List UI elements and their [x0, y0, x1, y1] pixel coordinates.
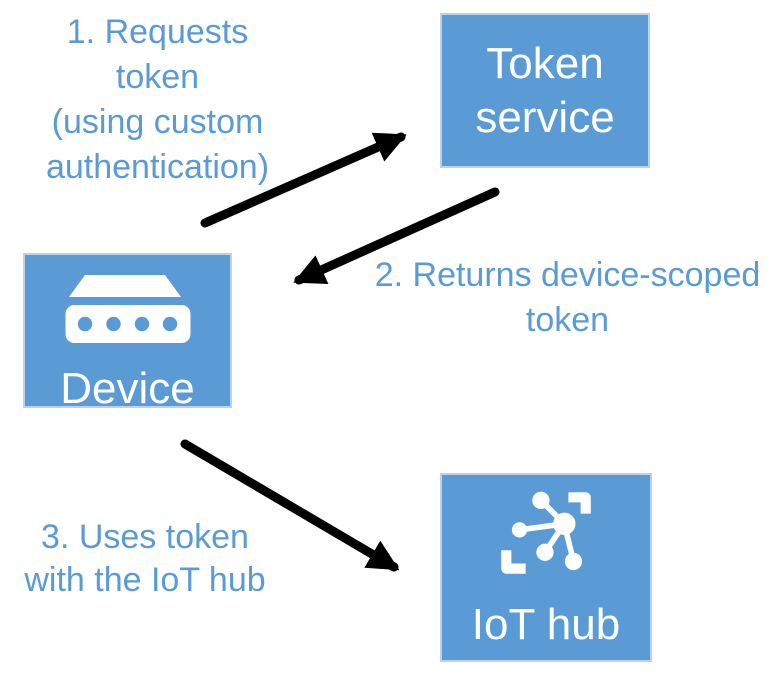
node-device: Device [23, 253, 232, 413]
iot-hub-label: IoT hub [471, 600, 621, 649]
token-service-label: Token service [475, 38, 615, 142]
device-label: Device [60, 364, 195, 413]
step1-label: 1. Requests token (using custom authenti… [45, 13, 270, 186]
node-token-service: Token service [440, 13, 650, 168]
node-iot-hub: IoT hub [440, 473, 652, 662]
iot-hub-icon [490, 479, 602, 596]
device-icon [65, 274, 191, 349]
step3-label: 3. Uses token with the IoT hub [24, 518, 266, 599]
step2-label: 2. Returns device-scoped token [374, 256, 761, 339]
